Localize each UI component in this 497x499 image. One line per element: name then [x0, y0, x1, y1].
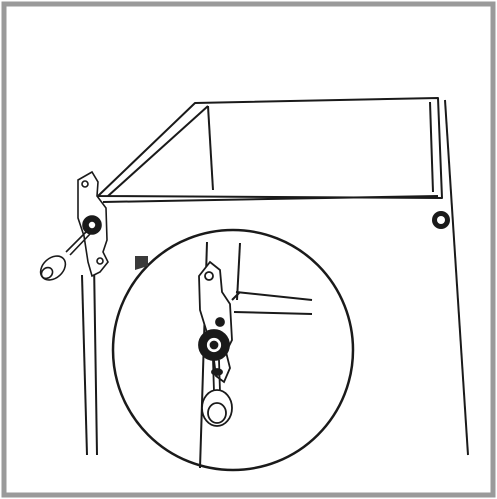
- detail-corner-bevel: [231, 291, 241, 301]
- screwdriver-handle-end: [40, 266, 54, 280]
- hinge-hole-bottom: [96, 257, 104, 265]
- detail-pivot-center: [209, 340, 219, 350]
- detail-top-edge-lower: [233, 311, 313, 315]
- detail-hinge: [198, 260, 233, 384]
- cabinet-right-wall: [444, 99, 469, 456]
- detail-screwdriver-collar: [211, 368, 223, 376]
- detail-upper-rivet: [215, 317, 225, 327]
- detail-screwdriver-shaft-right: [218, 359, 221, 393]
- hinge-hole-top: [81, 180, 89, 188]
- lid-inner-edge-left: [207, 105, 214, 191]
- lid-inner-edge-right: [429, 101, 434, 193]
- detail-top-edge-upper: [235, 291, 313, 301]
- right-screw-center: [437, 216, 445, 224]
- detail-hinge-hole: [204, 271, 214, 281]
- screwdriver-shaft-edge: [69, 233, 91, 256]
- cabinet-left-edge: [81, 274, 88, 456]
- cabinet-front-top-edge: [102, 195, 439, 203]
- cabinet-body: [81, 97, 469, 456]
- detail-shadow-tab: [135, 256, 148, 270]
- detail-circle: [111, 228, 355, 472]
- screwdriver-small: [39, 231, 91, 281]
- detail-screwdriver-handle-end: [207, 402, 227, 424]
- detail-screwdriver: [201, 359, 233, 427]
- hinge-bracket: [77, 170, 109, 278]
- hinge-pivot-center: [87, 220, 97, 230]
- magnified-detail: [111, 228, 355, 472]
- detail-vertical-edge-right: [236, 242, 241, 301]
- lid-side-bevel: [107, 105, 209, 197]
- screwdriver-shaft: [65, 231, 87, 253]
- detail-screwdriver-shaft-left: [212, 359, 215, 393]
- right-hinge-screw: [432, 211, 450, 229]
